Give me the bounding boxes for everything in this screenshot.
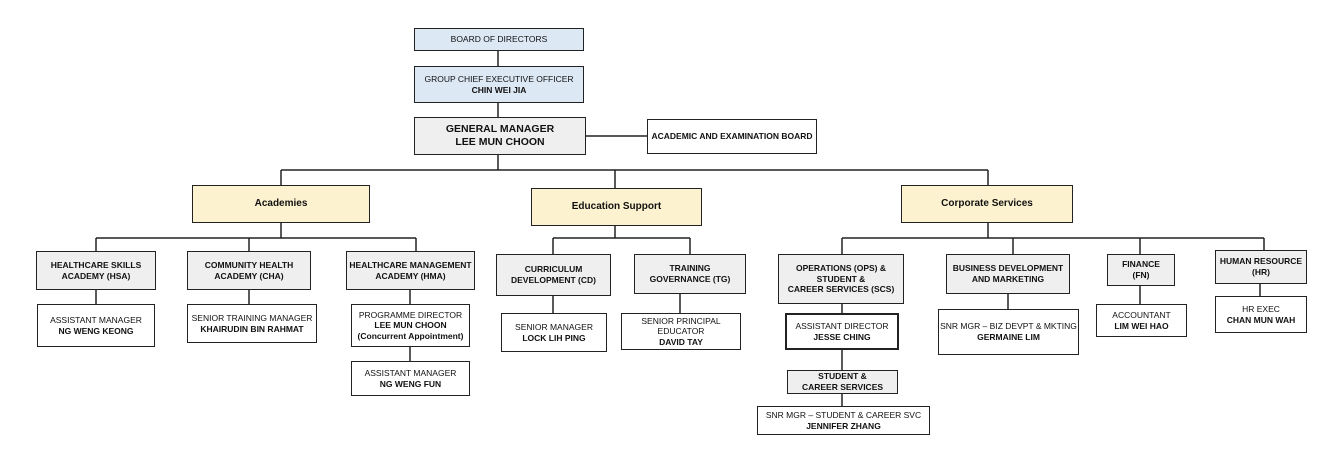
staff-title: ACCOUNTANT (1112, 309, 1171, 320)
staff-name: LOCK LIH PING (522, 332, 586, 343)
division-academies: Academies (192, 185, 370, 223)
unit-line: STUDENT & (818, 371, 867, 382)
staff-name: KHAIRUDIN BIN RAHMAT (200, 323, 304, 334)
gm-title: GENERAL MANAGER (445, 122, 555, 135)
unit-line: OPERATIONS (OPS) & (795, 263, 887, 274)
unit-hr: HUMAN RESOURCE (HR) (1215, 250, 1307, 284)
staff-title: HR EXEC (1242, 303, 1280, 314)
unit-ops: OPERATIONS (OPS) & STUDENT & CAREER SERV… (778, 254, 904, 304)
ceo-name: CHIN WEI JIA (471, 84, 527, 95)
staff-name: JESSE CHING (813, 331, 871, 342)
board-title: BOARD OF DIRECTORS (450, 34, 548, 45)
staff-title: SENIOR TRAINING MANAGER (191, 312, 313, 323)
staff-name: LEE MUN CHOON (374, 320, 447, 331)
unit-cd: CURRICULUM DEVELOPMENT (CD) (496, 254, 611, 296)
staff-name: CHAN MUN WAH (1226, 314, 1296, 325)
staff-cd-senior-manager: SENIOR MANAGER LOCK LIH PING (501, 313, 607, 352)
unit-line: CAREER SERVICES (SCS) (787, 284, 895, 295)
staff-name: NG WENG FUN (379, 378, 442, 389)
staff-name: NG WENG KEONG (58, 325, 134, 336)
unit-cha: COMMUNITY HEALTH ACADEMY (CHA) (187, 251, 311, 290)
division-education-support: Education Support (531, 188, 702, 226)
staff-title: ASSISTANT MANAGER (364, 367, 457, 378)
unit-hsa: HEALTHCARE SKILLS ACADEMY (HSA) (36, 251, 156, 290)
division-label: Corporate Services (941, 197, 1033, 209)
staff-name: DAVID TAY (659, 336, 703, 347)
staff-hr-exec: HR EXEC CHAN MUN WAH (1215, 296, 1307, 333)
staff-name: JENNIFER ZHANG (806, 420, 881, 431)
gm-name: LEE MUN CHOON (455, 136, 545, 148)
unit-hma: HEALTHCARE MANAGEMENT ACADEMY (HMA) (346, 251, 475, 290)
unit-line: ACADEMY (HSA) (61, 270, 131, 281)
staff-title: ASSISTANT DIRECTOR (795, 320, 889, 331)
staff-hma-programme-director: PROGRAMME DIRECTOR LEE MUN CHOON (Concur… (351, 304, 470, 347)
unit-line: HEALTHCARE MANAGEMENT (349, 259, 472, 270)
staff-bdm-senior-manager: SNR MGR – BIZ DEVPT & MKTING GERMAINE LI… (938, 309, 1079, 355)
staff-note: (Concurrent Appointment) (357, 330, 464, 341)
staff-title: ASSISTANT MANAGER (50, 314, 142, 325)
unit-tg: TRAINING GOVERNANCE (TG) (634, 254, 746, 294)
division-label: Academies (254, 197, 308, 209)
staff-hma-assistant-manager: ASSISTANT MANAGER NG WENG FUN (351, 361, 470, 396)
aeb-title: ACADEMIC AND EXAMINATION BOARD (651, 131, 813, 142)
staff-ops-assistant-director: ASSISTANT DIRECTOR JESSE CHING (785, 313, 899, 350)
ceo-box: GROUP CHIEF EXECUTIVE OFFICER CHIN WEI J… (414, 66, 584, 103)
staff-title: SENIOR PRINCIPAL EDUCATOR (641, 315, 721, 337)
unit-line: TRAINING (669, 263, 711, 274)
staff-name: LIM WEI HAO (1114, 320, 1169, 331)
division-corporate-services: Corporate Services (901, 185, 1073, 223)
staff-scs-senior-manager: SNR MGR – STUDENT & CAREER SVC JENNIFER … (757, 406, 930, 435)
staff-hsa-assistant-manager: ASSISTANT MANAGER NG WENG KEONG (37, 304, 155, 347)
staff-title: SNR MGR – STUDENT & CAREER SVC (765, 409, 922, 420)
unit-line: ACADEMY (HMA) (375, 270, 446, 281)
unit-line: ACADEMY (CHA) (214, 270, 284, 281)
unit-line: STUDENT & (816, 273, 866, 284)
staff-name: GERMAINE LIM (977, 332, 1040, 342)
unit-line: AND MARKETING (971, 274, 1045, 284)
unit-fn: FINANCE (FN) (1107, 254, 1175, 286)
unit-line: GOVERNANCE (TG) (649, 274, 731, 284)
staff-tg-senior-principal-educator: SENIOR PRINCIPAL EDUCATOR DAVID TAY (621, 313, 741, 350)
unit-line: HUMAN RESOURCE (1219, 256, 1303, 267)
unit-scs: STUDENT & CAREER SERVICES (787, 370, 898, 394)
unit-line: DEVELOPMENT (CD) (511, 275, 596, 285)
staff-title: SENIOR MANAGER (515, 321, 593, 332)
unit-line: (HR) (1252, 267, 1270, 277)
unit-line: CAREER SERVICES (801, 382, 884, 392)
staff-title: SNR MGR – BIZ DEVPT & MKTING (940, 321, 1077, 332)
academic-examination-board-box: ACADEMIC AND EXAMINATION BOARD (647, 119, 817, 154)
unit-bdm: BUSINESS DEVELOPMENT AND MARKETING (946, 254, 1070, 294)
unit-line: (FN) (1132, 270, 1150, 280)
staff-title: PROGRAMME DIRECTOR (358, 309, 463, 320)
division-label: Education Support (571, 200, 662, 212)
unit-line: FINANCE (1122, 259, 1160, 270)
general-manager-box: GENERAL MANAGER LEE MUN CHOON (414, 117, 586, 155)
unit-line: CURRICULUM (524, 264, 583, 275)
unit-line: BUSINESS DEVELOPMENT (952, 263, 1064, 274)
unit-line: COMMUNITY HEALTH (204, 259, 294, 270)
ceo-title: GROUP CHIEF EXECUTIVE OFFICER (424, 73, 574, 84)
unit-line: HEALTHCARE SKILLS (50, 259, 142, 270)
board-of-directors-box: BOARD OF DIRECTORS (414, 28, 584, 51)
staff-fn-accountant: ACCOUNTANT LIM WEI HAO (1096, 304, 1187, 337)
staff-cha-senior-training-manager: SENIOR TRAINING MANAGER KHAIRUDIN BIN RA… (187, 304, 317, 343)
